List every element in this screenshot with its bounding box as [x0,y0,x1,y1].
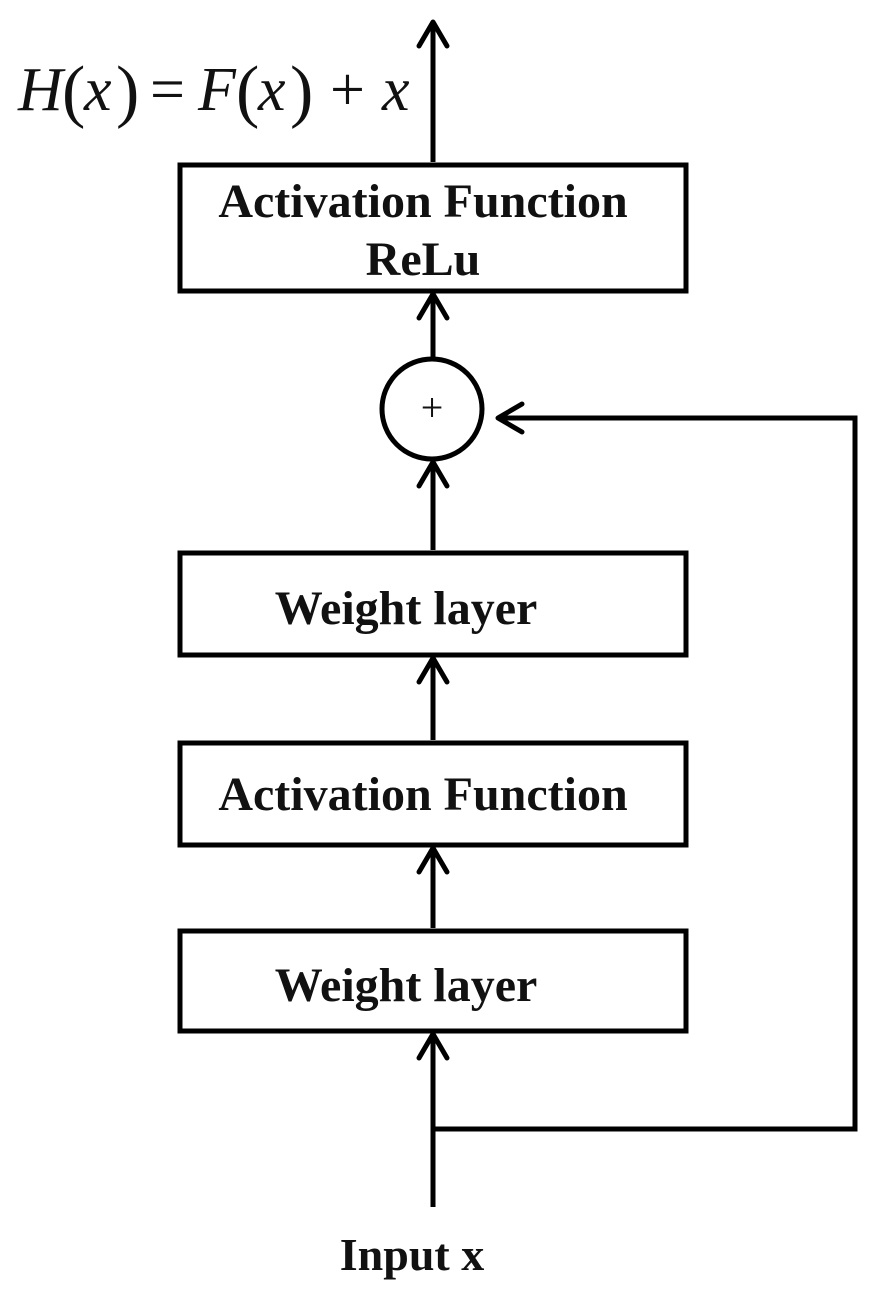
formula-open-paren-2: ( [236,53,259,130]
formula-rhs-fn: F [197,56,237,124]
skip-connection [433,401,858,1132]
arrow-input-to-weight [416,1031,450,1207]
arrow-weight-to-sum [416,459,450,550]
activation-relu-label-line1: Activation Function [218,175,627,228]
formula: H ( x ) = F ( x ) + x [17,53,410,130]
formula-open-paren-1: ( [62,53,85,130]
weight-layer-bottom-block: Weight layer [177,928,689,1034]
sum-node-label: + [421,385,444,430]
output-arrow [416,19,450,162]
formula-arg-3: x [381,56,410,124]
arrow-activation-to-weight [416,655,450,740]
formula-equals: = [150,56,185,124]
activation-middle-label: Activation Function [218,768,627,821]
formula-close-paren-1: ) [116,53,139,130]
formula-plus: + [330,56,365,124]
activation-relu-block: Activation Function ReLu [177,162,689,294]
formula-arg-1: x [83,56,112,124]
weight-layer-bottom-label: Weight layer [275,959,538,1012]
formula-lhs-fn: H [17,56,66,124]
arrow-sum-to-relu [416,291,450,357]
arrow-weight-to-activation [416,845,450,928]
activation-relu-label-line2: ReLu [366,233,481,286]
formula-arg-2: x [257,56,286,124]
weight-layer-top-block: Weight layer [177,550,689,658]
sum-node: + [379,356,485,462]
weight-layer-top-label: Weight layer [275,582,538,635]
input-label: Input x [340,1229,484,1280]
formula-close-paren-2: ) [290,53,313,130]
activation-middle-block: Activation Function [177,740,689,848]
